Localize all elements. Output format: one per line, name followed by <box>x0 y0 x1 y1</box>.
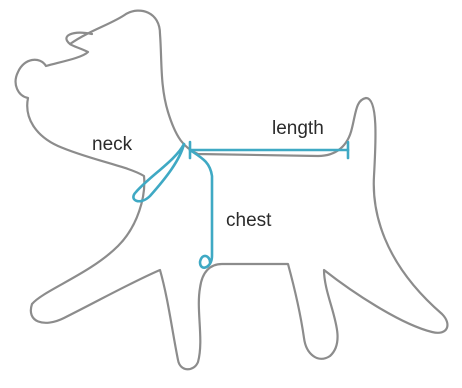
neck-measure-line <box>133 144 184 201</box>
chest-measure-line <box>190 150 212 268</box>
dog-outline <box>16 11 448 370</box>
chest-label: chest <box>226 210 272 231</box>
length-label: length <box>272 118 324 139</box>
neck-label: neck <box>92 134 133 155</box>
